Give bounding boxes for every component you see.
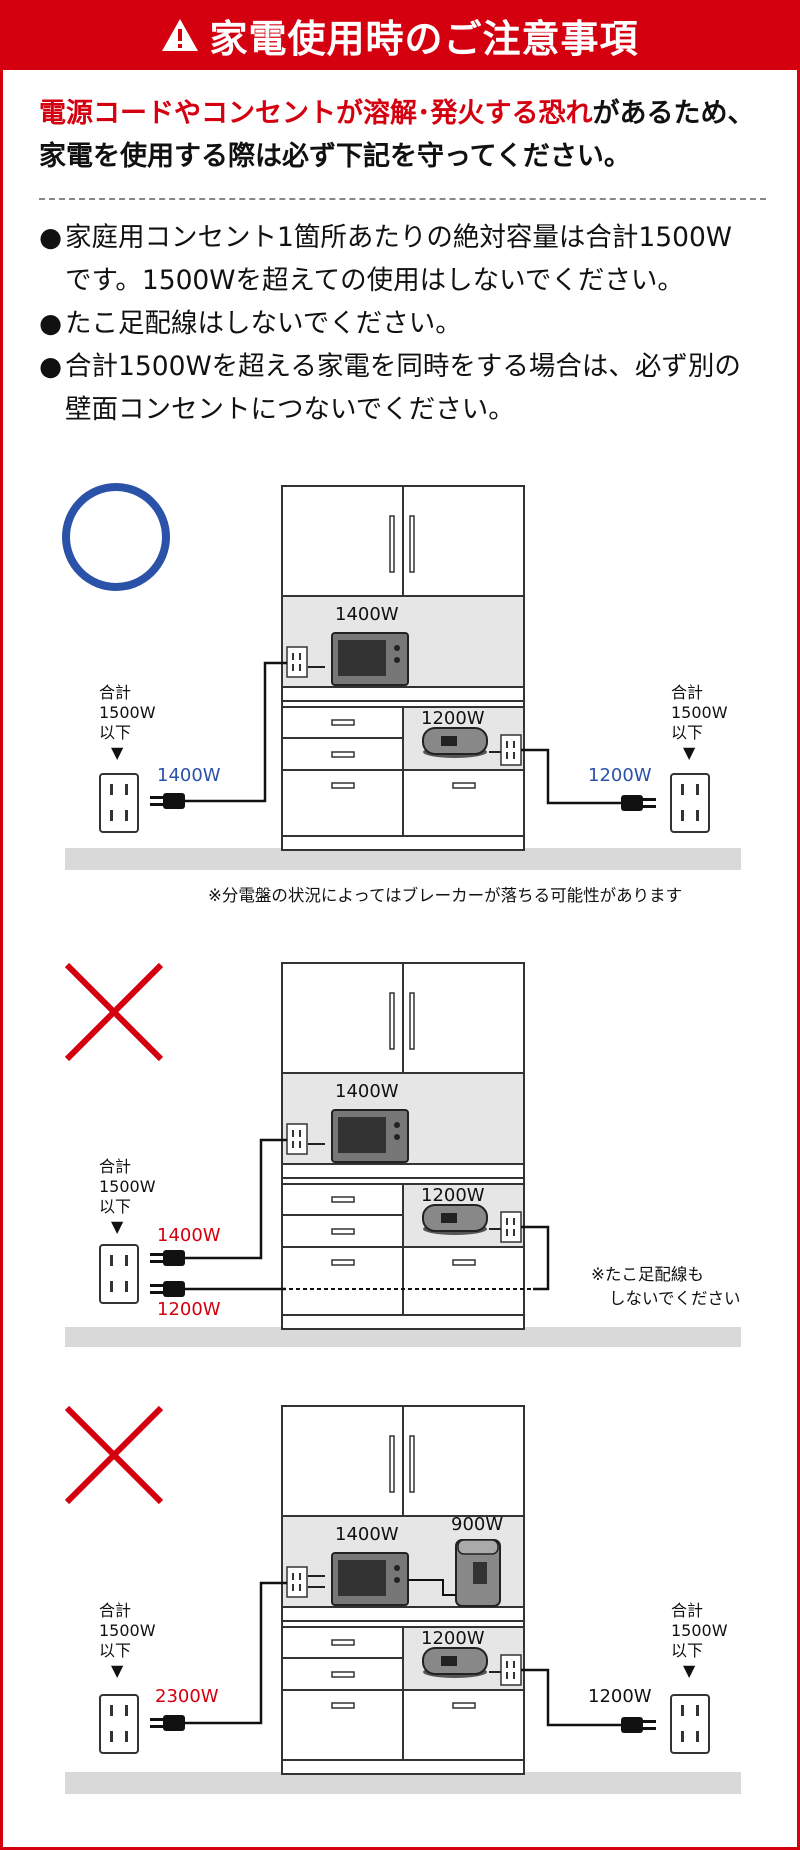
left-outlet-watt: 2300W xyxy=(155,1686,219,1707)
microwave-watt: 1400W xyxy=(335,1081,399,1102)
down-arrow-icon: ▼ xyxy=(111,743,124,762)
right-outlet-watt: 1200W xyxy=(588,765,652,786)
limit-line: 1500W xyxy=(671,1621,728,1640)
wall-outlet-icon xyxy=(99,1244,139,1304)
electric-pot-icon xyxy=(455,1539,501,1607)
warning-icon xyxy=(162,19,199,51)
scene-ng-overload-illustration xyxy=(64,1405,741,1794)
limit-line: 合計 xyxy=(99,683,132,702)
microwave-icon xyxy=(331,1552,409,1606)
plug1-watt: 1400W xyxy=(157,1225,221,1246)
cooker-watt: 1200W xyxy=(421,1628,485,1649)
limit-line: 1500W xyxy=(99,1621,156,1640)
plug-icon xyxy=(150,1250,185,1266)
left-outlet-watt: 1400W xyxy=(157,765,221,786)
octopus-note-2: しないでください xyxy=(609,1289,741,1308)
floor xyxy=(65,1327,741,1347)
microwave-watt: 1400W xyxy=(335,1524,399,1545)
rule-line: 壁面コンセントにつないでください。 xyxy=(65,394,515,425)
cooker-watt: 1200W xyxy=(421,1185,485,1206)
right-outlet-watt: 1200W xyxy=(588,1686,652,1707)
plug-icon xyxy=(621,795,656,811)
rule-item: ● たこ足配線はしないでください。 xyxy=(39,302,779,345)
rule-line: 家庭用コンセント1箇所あたりの絶対容量は合計1500W xyxy=(65,222,733,253)
intro-highlight: 電源コードやコンセントが溶解･発火する恐れ xyxy=(39,98,593,129)
scene-ng-overload: 合計 1500W 以下 ▼ 合計 1500W 以下 ▼ 1400W 900W 1… xyxy=(3,1390,797,1800)
rice-cooker-icon xyxy=(422,1204,488,1235)
limit-line: 1500W xyxy=(99,1177,156,1196)
ok-circle-icon xyxy=(62,483,170,591)
intro-text: 電源コードやコンセントが溶解･発火する恐れがあるため、 家電を使用する際は必ず下… xyxy=(39,92,769,178)
microwave-watt: 1400W xyxy=(335,604,399,625)
rule-item: ● 家庭用コンセント1箇所あたりの絶対容量は合計1500W です。1500Wを超… xyxy=(39,216,779,302)
down-arrow-icon: ▼ xyxy=(111,1661,124,1680)
wall-outlet-icon xyxy=(99,773,139,833)
page-title: 家電使用時のご注意事項 xyxy=(209,16,639,61)
scene-ng-octopus-illustration xyxy=(64,962,741,1347)
intro-rest: があるため、 xyxy=(592,98,755,129)
wall-outlet-icon xyxy=(670,773,710,833)
bullet: ● xyxy=(39,351,63,382)
microwave-icon xyxy=(331,1109,409,1163)
limit-line: 以下 xyxy=(99,1197,132,1216)
ng-cross-icon xyxy=(64,962,164,1062)
plug-icon xyxy=(150,1715,185,1731)
down-arrow-icon: ▼ xyxy=(683,1661,696,1680)
limit-line: 合計 xyxy=(671,1601,704,1620)
bullet: ● xyxy=(39,308,63,339)
down-arrow-icon: ▼ xyxy=(683,743,696,762)
limit-label-right: 合計 1500W 以下 ▼ xyxy=(671,1601,728,1681)
limit-line: 合計 xyxy=(99,1157,132,1176)
microwave-icon xyxy=(331,632,409,686)
limit-line: 合計 xyxy=(99,1601,132,1620)
limit-label-right: 合計 1500W 以下 ▼ xyxy=(671,683,728,763)
wall-outlet-icon xyxy=(670,1694,710,1754)
rice-cooker-icon xyxy=(422,727,488,758)
limit-line: 以下 xyxy=(671,723,704,742)
down-arrow-icon: ▼ xyxy=(111,1217,124,1236)
rule-line: です。1500Wを超えての使用はしないでください。 xyxy=(65,265,684,296)
pot-watt: 900W xyxy=(451,1514,504,1535)
rule-item: ● 合計1500Wを超える家電を同時をする場合は、必ず別の 壁面コンセントにつな… xyxy=(39,345,779,431)
plug-icon xyxy=(150,793,185,809)
scene-ng-octopus: 合計 1500W 以下 ▼ 1400W 1200W 1400W 1200W ※た… xyxy=(3,947,797,1357)
limit-line: 以下 xyxy=(671,1641,704,1660)
bullet: ● xyxy=(39,222,63,253)
intro-line2: 家電を使用する際は必ず下記を守ってください。 xyxy=(39,141,631,172)
wall-outlet-icon xyxy=(99,1694,139,1754)
limit-line: 以下 xyxy=(99,723,132,742)
ng-cross-icon xyxy=(64,1405,164,1505)
dashed-divider xyxy=(39,198,766,200)
floor xyxy=(65,1772,741,1794)
limit-line: 1500W xyxy=(99,703,156,722)
rule-line: 合計1500Wを超える家電を同時をする場合は、必ず別の xyxy=(65,351,741,382)
breaker-note: ※分電盤の状況によってはブレーカーが落ちる可能性があります xyxy=(208,886,683,905)
cooker-watt: 1200W xyxy=(421,708,485,729)
scene-ok-illustration xyxy=(62,483,741,870)
limit-label-left: 合計 1500W 以下 ▼ xyxy=(99,1601,156,1681)
limit-line: 合計 xyxy=(671,683,704,702)
rules-list: ● 家庭用コンセント1箇所あたりの絶対容量は合計1500W です。1500Wを超… xyxy=(39,216,779,431)
floor xyxy=(65,848,741,870)
octopus-note-1: ※たこ足配線も xyxy=(591,1265,704,1284)
header-bar: 家電使用時のご注意事項 xyxy=(3,0,797,70)
limit-label-left: 合計 1500W 以下 ▼ xyxy=(99,1157,156,1237)
rice-cooker-icon xyxy=(422,1647,488,1678)
plug-icon xyxy=(150,1281,185,1297)
limit-label-left: 合計 1500W 以下 ▼ xyxy=(99,683,156,763)
limit-line: 以下 xyxy=(99,1641,132,1660)
plug-icon xyxy=(621,1717,656,1733)
plug2-watt: 1200W xyxy=(157,1299,221,1320)
scene-ok: 合計 1500W 以下 ▼ 合計 1500W 以下 ▼ 1400W 1200W … xyxy=(3,470,797,920)
rule-line: たこ足配線はしないでください。 xyxy=(65,308,462,339)
limit-line: 1500W xyxy=(671,703,728,722)
